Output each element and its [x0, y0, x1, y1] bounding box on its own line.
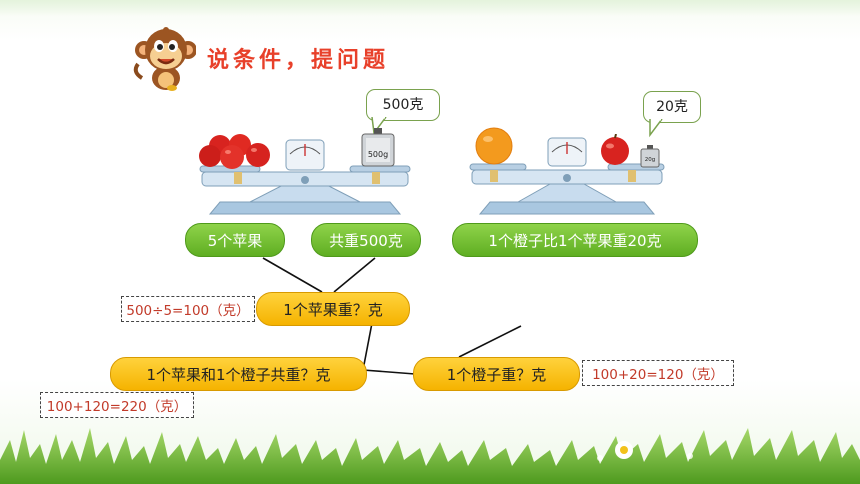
page-title: 说条件，提问题 [207, 48, 390, 73]
calc-apple-weight-text: 500÷5=100（克） [126, 303, 250, 319]
question-total-weight: 1个苹果和1个橙子共重？克 [110, 357, 367, 391]
calc-total-weight: 100+120=220（克） [40, 392, 194, 418]
question-orange-weight: 1个橙子重？克 [413, 357, 580, 391]
condition-total-weight-text: 共重500克 [329, 231, 403, 250]
question-apple-weight-text: 1个苹果重？克 [283, 300, 383, 319]
condition-five-apples: 5个苹果 [185, 223, 285, 257]
calc-total-weight-text: 100+120=220（克） [46, 399, 188, 415]
question-orange-weight-text: 1个橙子重？克 [446, 365, 547, 384]
calc-orange-weight: 100+20=120（克） [582, 360, 734, 386]
weight-20g-icon: 20g [640, 145, 660, 168]
calc-orange-weight-text: 100+20=120（克） [592, 367, 724, 383]
weight-500g-icon: 500g [361, 128, 395, 167]
condition-orange-heavier: 1个橙子比1个苹果重20克 [452, 223, 698, 257]
right-weight-callout: 20克 [643, 91, 701, 123]
left-weight-callout: 500克 [366, 89, 440, 121]
question-apple-weight: 1个苹果重？克 [256, 292, 410, 326]
right-callout-tail [649, 119, 663, 138]
left-callout-text: 500克 [382, 97, 424, 113]
weight-20g-label: 20g [645, 157, 656, 163]
orange-icon [475, 127, 513, 165]
top-frame [0, 0, 860, 16]
question-total-weight-text: 1个苹果和1个橙子共重？克 [146, 365, 331, 384]
monkey-mascot-icon [133, 27, 196, 91]
apple-icon [601, 134, 629, 165]
right-balance-scale [469, 137, 665, 215]
left-balance-scale [199, 139, 411, 215]
condition-orange-heavier-text: 1个橙子比1个苹果重20克 [488, 231, 662, 250]
calc-apple-weight: 500÷5=100（克） [121, 296, 255, 322]
condition-total-weight: 共重500克 [311, 223, 421, 257]
condition-five-apples-text: 5个苹果 [207, 231, 263, 250]
five-apples-icon [199, 134, 270, 169]
weight-500g-label: 500g [368, 150, 388, 159]
right-callout-text: 20克 [656, 99, 688, 115]
grass-decoration [0, 428, 860, 484]
